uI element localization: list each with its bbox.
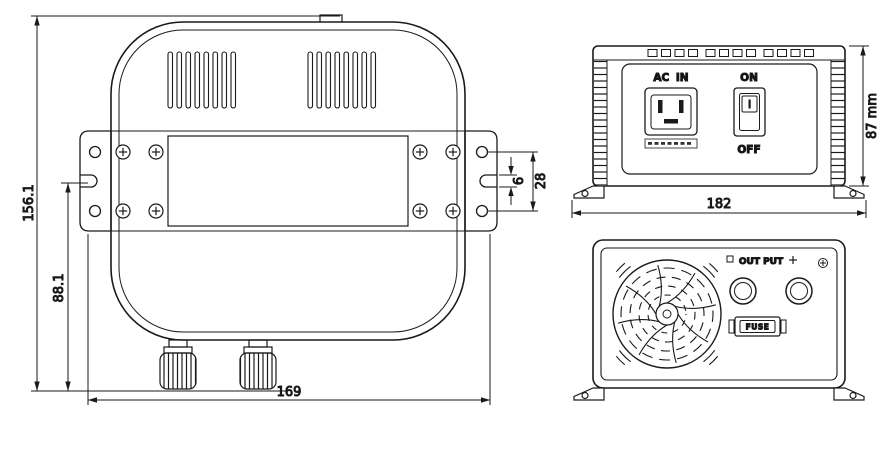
dc-symbol-icon: [726, 255, 734, 263]
dim-front-height-label: 87 mm: [865, 93, 880, 139]
plus-icon: [789, 256, 797, 264]
terminal-knob-left: [159, 339, 197, 390]
rear-body-outline: [592, 239, 846, 389]
front-panel: [621, 63, 818, 175]
dim-slot-label: 6: [512, 177, 527, 185]
terminal-knob-right: [239, 339, 277, 390]
front-view-dimensions: 182 87 mm: [571, 45, 881, 218]
output-label: OUT PUT: [739, 257, 784, 267]
left-bracket: [79, 130, 112, 232]
fuse-label: FUSE: [746, 323, 770, 332]
rating-label: [644, 138, 698, 149]
right-bracket-slot: [479, 174, 497, 188]
output-terminal-negative: [729, 277, 757, 305]
rear-panel: [600, 247, 838, 381]
dim-width-label: 169: [277, 385, 302, 400]
right-bracket: [464, 130, 498, 232]
top-view-dimensions: 156.1 88.1 169 6 28: [22, 15, 550, 405]
output-terminal-positive: [785, 277, 813, 305]
body-inner-outline: [118, 29, 458, 333]
rear-foot-left: [573, 387, 605, 401]
heatsink-fins-left: [594, 61, 607, 185]
dim-mount-height-label: 88.1: [52, 274, 67, 303]
cooling-fan: [600, 247, 734, 381]
on-label: ON: [740, 72, 758, 84]
dim-overall-height-label: 156.1: [22, 184, 37, 221]
ac-inlet-socket: [644, 87, 698, 136]
front-foot-left: [573, 185, 605, 199]
rear-view: OUT PUT FUSE: [573, 239, 865, 401]
rear-screw: [818, 258, 828, 268]
body-outline: [110, 21, 466, 341]
fuse-holder: FUSE: [728, 316, 787, 337]
rear-foot-right: [833, 387, 865, 401]
front-foot-right: [833, 185, 865, 199]
front-view: AC IN ON OFF: [573, 45, 865, 199]
power-switch: [733, 87, 766, 137]
off-label: OFF: [737, 144, 760, 156]
ac-in-label: AC IN: [653, 72, 688, 84]
top-view: [79, 14, 498, 390]
front-top-vents: [647, 49, 814, 57]
left-bracket-slot: [80, 174, 98, 188]
front-body-outline: [592, 45, 846, 187]
dim-front-width-label: 182: [707, 197, 732, 212]
switch-on-mark: [748, 99, 751, 109]
mounting-plate: [167, 135, 409, 227]
dim-bracket-label: 28: [534, 173, 549, 190]
heatsink-fins-right: [831, 61, 845, 185]
